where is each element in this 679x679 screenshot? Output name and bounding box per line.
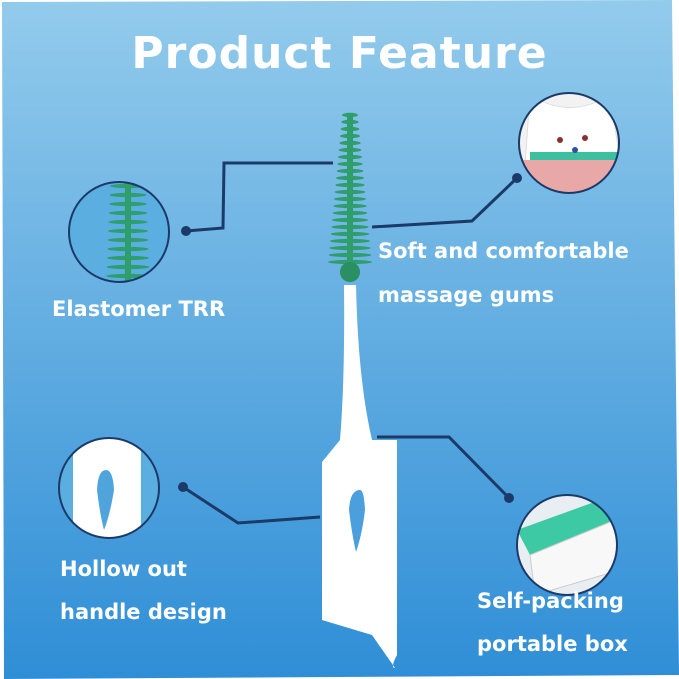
bristle [106,264,150,270]
bristle [337,161,363,167]
bristle [340,133,360,139]
bristle [331,224,369,230]
feature-label-hollow-line1: Hollow out [60,557,187,581]
bristle [330,231,370,237]
bristle [329,245,371,251]
bristle [335,182,365,188]
tooth-detail-circle [518,92,620,194]
bristle [341,119,359,125]
bristle [333,203,367,209]
bristle-detail-circle [68,181,170,283]
feature-label-elastomer: Elastomer TRR [52,297,226,321]
bristle [109,192,147,198]
bristle [342,112,358,118]
bristle [107,246,149,252]
box-detail-circle [516,494,618,596]
bristle [332,210,368,216]
bristle [338,147,362,153]
bristle [109,201,147,207]
bristle [336,175,364,181]
interdental-brush [322,112,397,668]
bristle [334,196,366,202]
feature-label-soft-line2: massage gums [378,283,555,307]
bristle [340,126,360,132]
connector-lines [182,161,519,525]
bristle [108,210,148,216]
bristle [332,217,368,223]
bristle [338,154,362,160]
feature-label-box-line2: portable box [477,632,628,656]
bristle [334,189,366,195]
feature-label-hollow-line2: handle design [60,600,227,624]
handle-detail-circle [58,437,160,539]
bristle [336,168,364,174]
bristle [330,238,370,244]
bristle [328,252,372,258]
connector-dots [178,173,522,503]
bristle [108,228,148,234]
feature-label-soft-line1: Soft and comfortable [378,239,629,263]
bristle [339,140,361,146]
bristle [108,219,148,225]
feature-label-box-line1: Self-packing [477,589,624,613]
bristle [107,237,149,243]
bristle [107,255,149,261]
page-title: Product Feature [131,28,548,79]
